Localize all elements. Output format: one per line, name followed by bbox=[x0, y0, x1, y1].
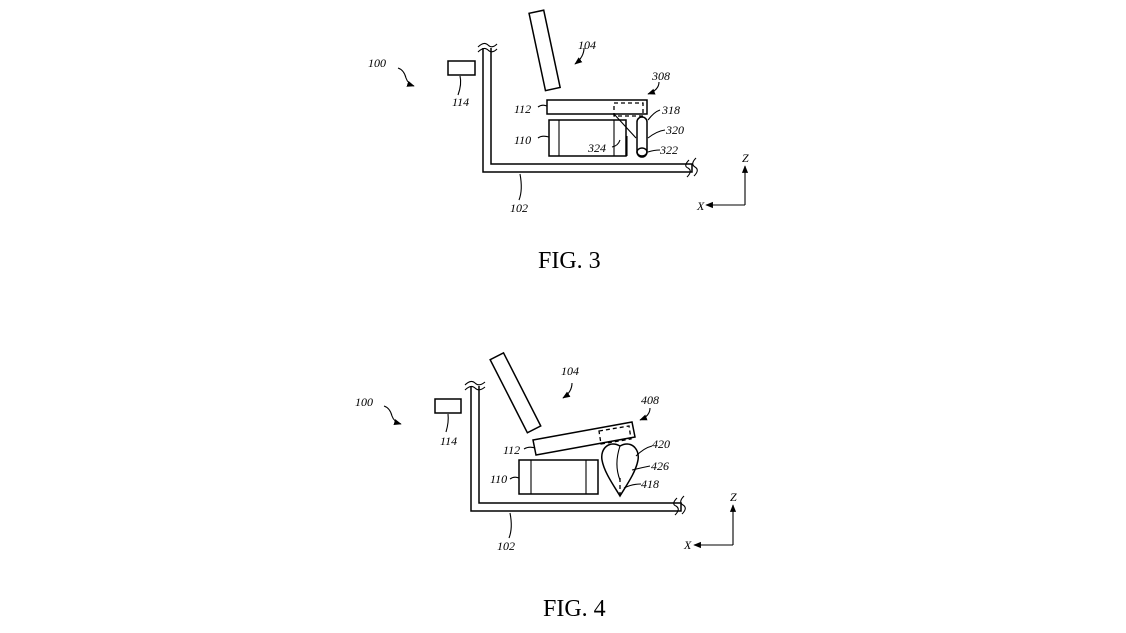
leader-322 bbox=[647, 149, 661, 153]
frame-break-top bbox=[464, 380, 486, 391]
leader-324 bbox=[611, 139, 621, 148]
leader-318 bbox=[647, 109, 661, 121]
panel-dashed-region bbox=[598, 425, 632, 445]
leader-104 bbox=[562, 382, 573, 399]
axis-z-label: Z bbox=[742, 151, 749, 165]
ref-100: 100 bbox=[355, 395, 373, 409]
plunger-320 bbox=[636, 116, 648, 158]
panel-112 bbox=[546, 99, 648, 115]
ref-102: 102 bbox=[497, 539, 515, 553]
leader-320 bbox=[647, 129, 666, 139]
leader-408 bbox=[639, 407, 651, 421]
leader-102 bbox=[508, 512, 512, 539]
leader-420 bbox=[635, 445, 653, 457]
leader-104 bbox=[574, 47, 585, 65]
figure-3: 100 104 114 308 112 318 110 320 324 322 … bbox=[368, 9, 749, 274]
link-324 bbox=[613, 113, 637, 139]
leader-102 bbox=[518, 173, 522, 201]
ref-112: 112 bbox=[503, 443, 520, 457]
sensor-114 bbox=[447, 60, 476, 76]
frame-102 bbox=[470, 386, 682, 512]
body-110 bbox=[548, 119, 627, 157]
ref-324: 324 bbox=[587, 141, 606, 155]
frame-102 bbox=[482, 48, 693, 173]
ref-320: 320 bbox=[665, 123, 684, 137]
ref-110: 110 bbox=[514, 133, 531, 147]
ref-420: 420 bbox=[652, 437, 670, 451]
frame-break-right bbox=[673, 495, 686, 516]
leader-100 bbox=[397, 67, 415, 87]
leader-110 bbox=[509, 476, 520, 480]
ref-114: 114 bbox=[452, 95, 469, 109]
leader-100 bbox=[383, 405, 402, 426]
body-110 bbox=[518, 459, 599, 495]
leader-114 bbox=[445, 413, 449, 433]
ref-322: 322 bbox=[659, 143, 678, 157]
leader-112 bbox=[537, 104, 548, 108]
figure-4-caption: FIG. 4 bbox=[543, 596, 606, 622]
ref-102: 102 bbox=[510, 201, 528, 215]
ref-110: 110 bbox=[490, 472, 507, 486]
ref-100: 100 bbox=[368, 56, 386, 70]
leader-114 bbox=[457, 75, 462, 96]
axis-indicator-fig3: Z X bbox=[696, 151, 749, 213]
leader-308 bbox=[647, 81, 660, 95]
axis-z-label: Z bbox=[730, 490, 737, 504]
frame-break-top bbox=[477, 42, 498, 53]
leader-110 bbox=[537, 135, 550, 139]
leader-418 bbox=[623, 483, 642, 489]
ref-426: 426 bbox=[651, 459, 669, 473]
ref-408: 408 bbox=[641, 393, 659, 407]
axis-indicator-fig4: Z X bbox=[683, 490, 737, 552]
panel-dashed-region bbox=[613, 102, 644, 117]
ref-114: 114 bbox=[440, 434, 457, 448]
ref-318: 318 bbox=[661, 103, 680, 117]
ref-104: 104 bbox=[561, 364, 579, 378]
lid-104 bbox=[528, 9, 562, 92]
figure-3-caption: FIG. 3 bbox=[538, 248, 601, 274]
lid-104 bbox=[489, 351, 542, 434]
ref-418: 418 bbox=[641, 477, 659, 491]
ref-104: 104 bbox=[578, 38, 596, 52]
axis-x-label: X bbox=[683, 538, 692, 552]
figure-4: 100 104 114 408 112 420 426 110 418 102 … bbox=[355, 351, 737, 622]
ref-308: 308 bbox=[651, 69, 670, 83]
foot-322 bbox=[636, 147, 648, 157]
axis-x-label: X bbox=[696, 199, 705, 213]
frame-break-right bbox=[685, 157, 698, 178]
leader-112 bbox=[523, 446, 536, 450]
bladder-fold-426 bbox=[616, 445, 621, 481]
sensor-114 bbox=[434, 398, 462, 414]
panel-112 bbox=[532, 421, 636, 456]
leader-426 bbox=[631, 465, 651, 471]
ref-112: 112 bbox=[514, 102, 531, 116]
